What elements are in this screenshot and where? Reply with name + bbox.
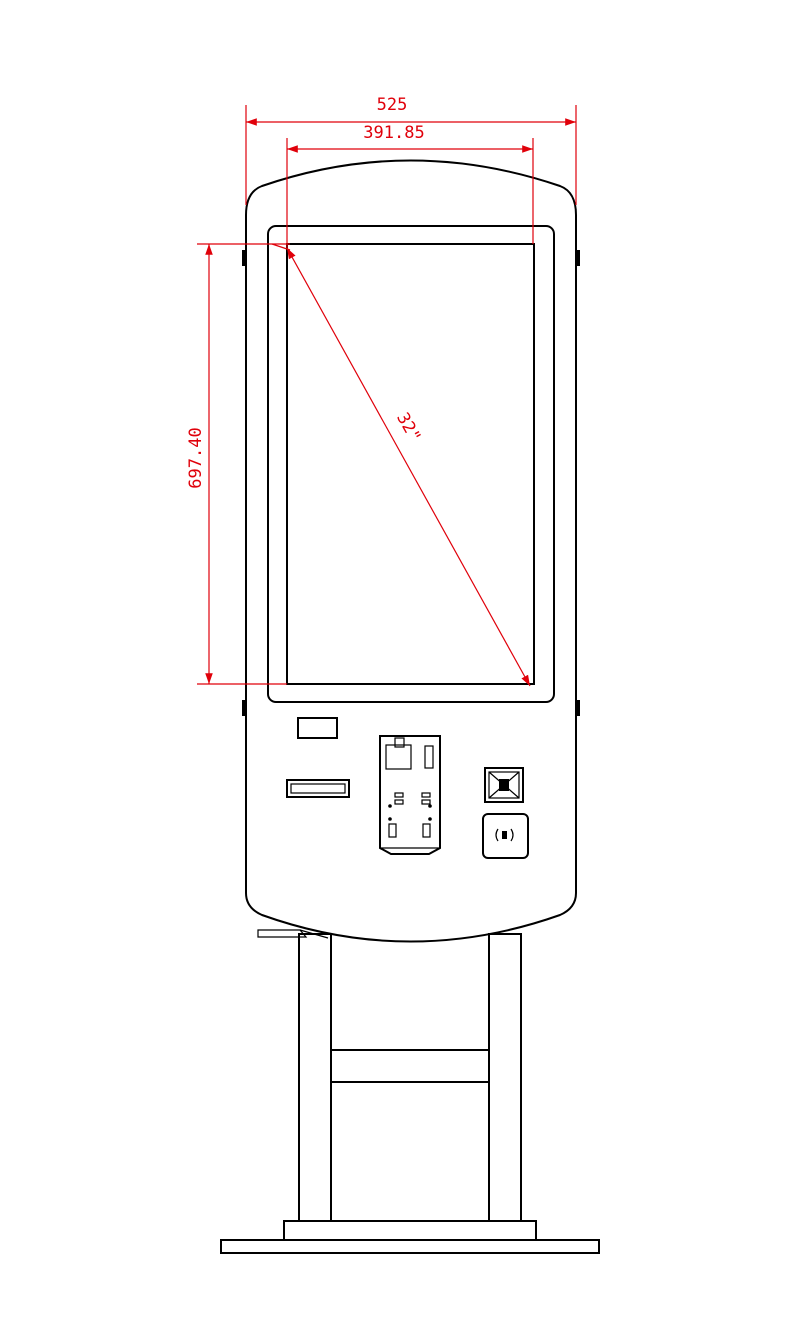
card-slot-top [297, 717, 338, 739]
contactless-icon [482, 813, 529, 859]
dimension-screen-height: 697.40 [186, 243, 290, 685]
dimension-screen-width: 391.85 [286, 123, 534, 248]
side-hinges [242, 250, 580, 716]
screen-bezel [267, 225, 555, 703]
dimension-overall-width: 525 [245, 95, 577, 205]
screen-width-label: 391.85 [363, 123, 424, 143]
receipt-printer-slot [286, 779, 350, 798]
stand-crossbar [330, 1049, 490, 1083]
screen-height-label: 697.40 [186, 427, 206, 488]
dimension-screen-diagonal: 32" [271, 243, 531, 687]
barcode-scanner-icon [484, 767, 524, 803]
stand-columns [298, 933, 522, 1222]
stand-base [220, 1220, 600, 1254]
screen-display [286, 243, 535, 685]
screen-diagonal-label: 32" [392, 409, 424, 446]
payment-terminal-bracket [379, 735, 441, 855]
overall-width-label: 525 [377, 95, 408, 115]
kiosk-body [245, 159, 577, 943]
